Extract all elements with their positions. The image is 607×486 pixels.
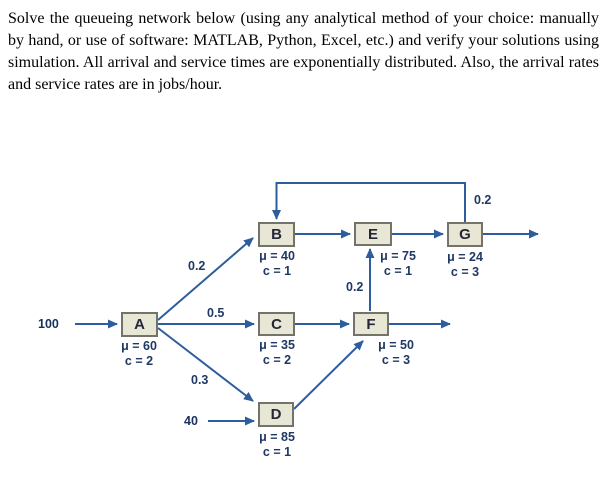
branch-label-g-to-b: 0.2 bbox=[474, 193, 492, 207]
branch-label-a-to-d: 0.3 bbox=[191, 373, 209, 387]
node-d-label: D bbox=[270, 406, 282, 423]
node-d-c: c = 1 bbox=[262, 445, 292, 459]
node-a-c: c = 2 bbox=[124, 354, 154, 368]
node-c-c: c = 2 bbox=[262, 353, 292, 367]
node-e-label: E bbox=[367, 225, 378, 243]
node-f-mu: μ = 50 bbox=[378, 338, 414, 352]
node-b-c: c = 1 bbox=[262, 264, 292, 278]
node-d: D bbox=[258, 402, 294, 427]
node-b: B bbox=[258, 222, 295, 247]
node-e-params: μ = 75 c = 1 bbox=[366, 249, 430, 279]
node-a-params: μ = 60 c = 2 bbox=[107, 339, 171, 369]
node-c: C bbox=[258, 312, 295, 336]
node-c-params: μ = 35 c = 2 bbox=[245, 338, 309, 368]
node-e: E bbox=[354, 222, 392, 246]
edge-a-to-b bbox=[157, 237, 254, 321]
problem-statement: Solve the queueing network below (using … bbox=[8, 10, 599, 93]
node-d-mu: μ = 85 bbox=[259, 430, 295, 444]
node-c-label: C bbox=[271, 315, 282, 333]
node-g-c: c = 3 bbox=[450, 265, 480, 279]
node-a: A bbox=[121, 312, 158, 337]
edge-a-to-d bbox=[157, 327, 254, 402]
node-b-label: B bbox=[271, 226, 282, 243]
branch-label-a-to-b: 0.2 bbox=[188, 259, 206, 273]
node-a-mu: μ = 60 bbox=[121, 339, 157, 353]
node-e-c: c = 1 bbox=[383, 264, 413, 278]
node-d-params: μ = 85 c = 1 bbox=[245, 430, 309, 460]
branch-label-a-to-c: 0.5 bbox=[207, 306, 225, 320]
node-f-c: c = 3 bbox=[381, 353, 411, 367]
edge-g-to-b-feedback bbox=[272, 182, 466, 222]
edge-d-to-f bbox=[293, 340, 364, 410]
node-c-mu: μ = 35 bbox=[259, 338, 295, 352]
node-g-mu: μ = 24 bbox=[447, 250, 483, 264]
arrival-rate-d: 40 bbox=[184, 414, 198, 428]
branch-label-f-to-e: 0.2 bbox=[346, 280, 364, 294]
node-f-params: μ = 50 c = 3 bbox=[364, 338, 428, 368]
node-b-params: μ = 40 c = 1 bbox=[245, 249, 309, 279]
node-f-label: F bbox=[366, 315, 376, 333]
node-e-mu: μ = 75 bbox=[380, 249, 416, 263]
node-b-mu: μ = 40 bbox=[259, 249, 295, 263]
node-g: G bbox=[447, 222, 483, 247]
node-f: F bbox=[353, 312, 389, 336]
node-g-params: μ = 24 c = 3 bbox=[433, 250, 497, 280]
node-a-label: A bbox=[134, 316, 145, 333]
node-g-label: G bbox=[459, 226, 471, 243]
arrival-rate-a: 100 bbox=[38, 317, 59, 331]
